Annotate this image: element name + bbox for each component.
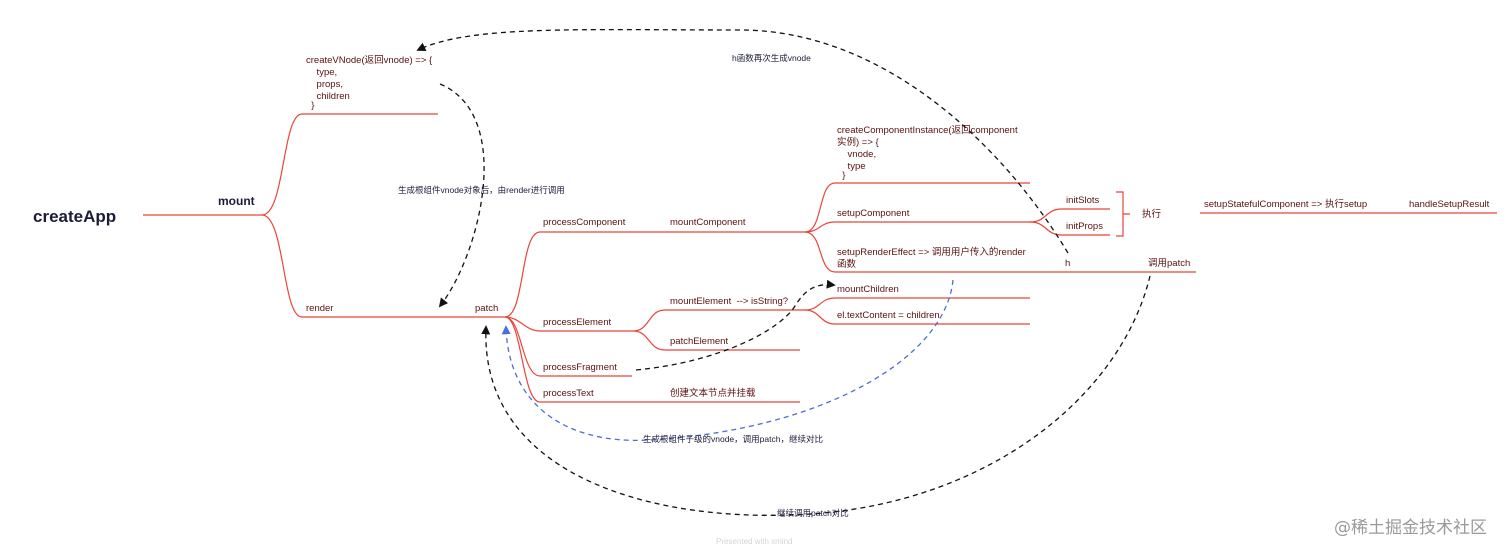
node-initprops: initProps (1066, 221, 1103, 232)
arrow-fragment-to-mountchildren (635, 279, 836, 371)
node-createvnode: createVNode(返回vnode) => { type, props, c… (306, 54, 432, 111)
branch-mc-createinstance (804, 182, 1030, 233)
node-patchelement: patchElement (670, 336, 728, 347)
node-patch: patch (475, 303, 498, 314)
node-mountelement: mountElement --> isString? (670, 296, 788, 307)
branch-patch-processcomponent (504, 231, 805, 318)
node-processfragment: processFragment (543, 362, 617, 373)
node-createcomponentinstance: createComponentInstance(返回component 实例) … (837, 124, 1018, 181)
node-render: render (306, 303, 333, 314)
footer-presented-with: Presented with xmind (716, 537, 792, 546)
createvnode-line: children (306, 91, 350, 102)
note-h-again: h函数再次生成vnode (732, 53, 811, 63)
arrow-child-vnode-to-patch (501, 279, 954, 442)
createvnode-line: createVNode(返回vnode) => { (306, 54, 432, 66)
branch-mount-createvnode (261, 113, 438, 216)
node-handlesetupresult: handleSetupResult (1409, 199, 1490, 210)
createinstance-line: createComponentInstance(返回component (837, 124, 1018, 136)
branch-me-mountchildren (804, 297, 1030, 311)
createinstance-line: } (837, 170, 845, 181)
setuprendereffect-line: 函数 (837, 258, 857, 270)
node-call-patch: 调用patch (1148, 258, 1190, 269)
branch-sc-initslots (1029, 208, 1110, 223)
node-processtext: processText (543, 388, 594, 399)
node-processcomponent: processComponent (543, 217, 626, 228)
node-setupstatefulcomponent: setupStatefulComponent => 执行setup (1204, 198, 1367, 210)
branch-patch-processelement (504, 316, 633, 332)
createinstance-line: type (837, 161, 866, 172)
setuprendereffect-line: setupRenderEffect => 调用用户传入的render (837, 246, 1026, 258)
dashed-arrows (416, 28, 1151, 516)
execute-bracket (1116, 191, 1130, 237)
note-continue-patch: 继续调用patch对比 (777, 508, 849, 518)
root-node-createapp: createApp (33, 207, 116, 226)
branch-lines (143, 113, 1497, 403)
branch-me-textcontent (804, 309, 1030, 325)
arrow-createvnode-to-render (438, 83, 485, 308)
node-mountcomponent: mountComponent (670, 217, 746, 228)
createinstance-line: 实例) => { (837, 136, 879, 148)
node-initslots: initSlots (1066, 195, 1100, 206)
branch-mc-setupcomponent (804, 221, 1030, 233)
note-child-vnode: 生成根组件子级的vnode，调用patch，继续对比 (643, 434, 823, 444)
branch-pe-mountelement (632, 309, 805, 332)
branch-patch-processtext (504, 316, 800, 403)
branch-pe-patchelement (632, 330, 800, 351)
branch-mount-render (261, 214, 505, 318)
createvnode-line: type, (306, 67, 337, 78)
node-textcontent: el.textContent = children (837, 310, 940, 321)
node-mountchildren: mountChildren (837, 284, 899, 295)
createvnode-line: } (306, 100, 314, 111)
label-execute: 执行 (1142, 208, 1162, 220)
node-h: h (1065, 258, 1070, 269)
node-mount: mount (218, 194, 255, 208)
createinstance-line: vnode, (837, 149, 876, 160)
node-setupcomponent: setupComponent (837, 208, 910, 219)
branch-mc-setuprendereffect (804, 231, 1196, 273)
createvnode-line: props, (306, 79, 343, 90)
node-processelement: processElement (543, 317, 611, 328)
note-after-root-vnode: 生成根组件vnode对象后，由render进行调用 (398, 185, 565, 195)
node-setuprendereffect: setupRenderEffect => 调用用户传入的render 函数 (837, 246, 1026, 270)
node-createtextnode: 创建文本节点并挂载 (670, 387, 756, 399)
arrow-callpatch-to-patch (481, 275, 1151, 516)
branch-sc-initprops (1029, 221, 1110, 236)
watermark: @稀土掘金技术社区 (1334, 518, 1487, 538)
